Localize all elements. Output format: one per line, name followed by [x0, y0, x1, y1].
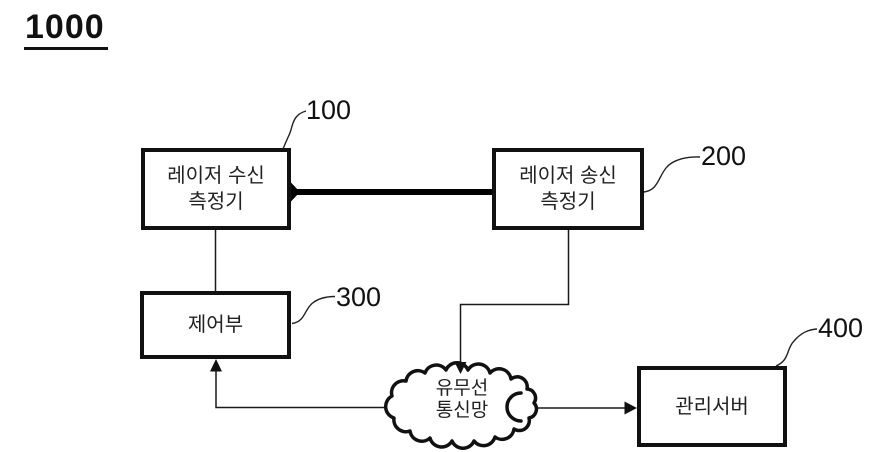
transmitter-network-line [459, 230, 570, 362]
leader-line-400 [775, 328, 818, 367]
leader-line-200 [643, 156, 701, 193]
network-cloud-label-line2: 통신망 [435, 400, 489, 421]
network-cloud-label: 유무선 통신망 [399, 378, 525, 422]
ref-label-200: 200 [701, 141, 747, 171]
network-cloud-inner-curl [505, 391, 523, 423]
network-controller-line [215, 371, 394, 409]
network-cloud [383, 361, 539, 450]
leader-line-300 [291, 295, 336, 325]
network-cloud-label-line1: 유무선 [435, 378, 489, 399]
controller-label: 제어부 [187, 314, 244, 336]
laser-receiver-box: 레이저 수신 측정기 [141, 148, 291, 230]
laser-transmitter-label-line2: 측정기 [540, 191, 596, 213]
ref-label-300: 300 [336, 282, 382, 312]
ref-label-100: 100 [306, 95, 352, 125]
leader-line-100 [282, 110, 307, 150]
arrowhead-down-into-network [454, 362, 467, 374]
laser-transmitter-box: 레이저 송신 측정기 [492, 148, 644, 230]
management-server-box: 관리서버 [637, 366, 787, 447]
arrowhead-up-into-controller [210, 359, 222, 372]
ref-label-400: 400 [818, 313, 864, 343]
controller-box: 제어부 [140, 291, 291, 359]
laser-transmitter-label-line1: 레이저 송신 [519, 165, 617, 187]
laser-receiver-label-line1: 레이저 수신 [167, 165, 265, 187]
figure-title: 1000 [24, 9, 108, 50]
laser-receiver-label-line2: 측정기 [188, 191, 244, 213]
arrowhead-right-into-server [624, 401, 637, 415]
management-server-label: 관리서버 [675, 395, 749, 418]
